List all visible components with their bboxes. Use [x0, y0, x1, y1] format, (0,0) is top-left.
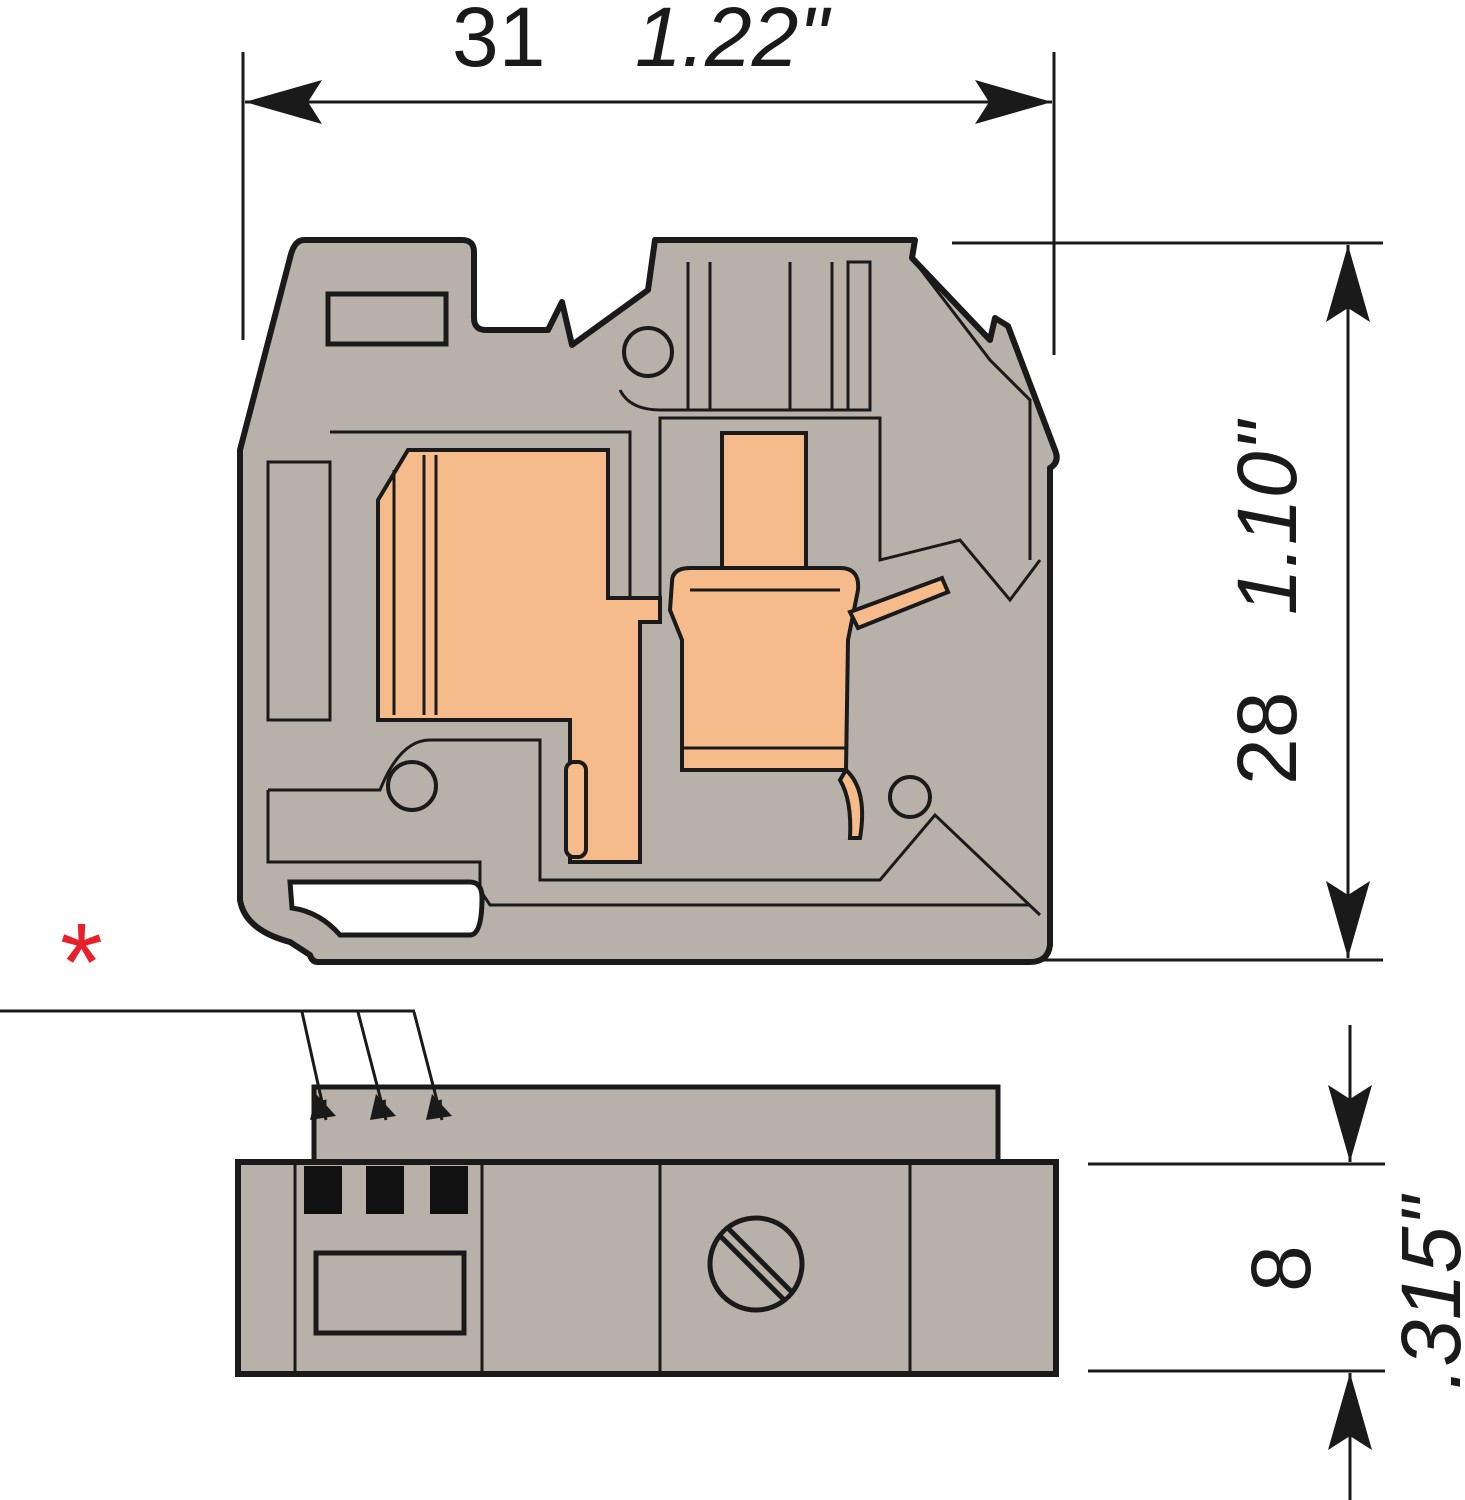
base-ledge: [266, 790, 1030, 907]
marker-arrowhead-2-icon: [370, 1094, 396, 1120]
clamp-screw-shaft: [720, 431, 808, 575]
clamp-spring-tail: [837, 766, 865, 840]
marker-callout: *: [0, 901, 452, 1121]
din-rail-foot-slot: [287, 879, 485, 938]
height-arrow-top-icon: [1326, 245, 1370, 322]
marker-slot-3: [430, 1166, 468, 1214]
depth-arrow-top-icon: [1328, 1085, 1372, 1162]
clamp-spring-arm: [847, 575, 951, 631]
width-arrow-right-icon: [975, 80, 1052, 124]
top-view-label-window: [313, 1250, 467, 1336]
marker-arrowhead-3-icon: [426, 1094, 452, 1120]
width-mm-label: 31: [452, 0, 545, 84]
inner-wall-top: [330, 416, 1042, 603]
screw-channel-lines: [686, 262, 834, 410]
top-view-raised-section: [311, 1084, 1001, 1168]
inner-wall-bottom: [268, 738, 1042, 917]
side-view: [237, 237, 1060, 965]
width-dimension: 31 1.22": [241, 0, 1056, 355]
depth-mm-label: 8: [1234, 1245, 1328, 1292]
clamp-cage: [667, 566, 861, 772]
height-mm-label: 28: [1220, 692, 1314, 785]
marker-asterisk: *: [60, 901, 103, 1024]
height-inch-label: 1.10": [1220, 419, 1314, 615]
height-arrow-bottom-icon: [1326, 881, 1370, 958]
marker-slot-2: [366, 1166, 404, 1214]
pin-hole-top: [622, 326, 674, 378]
busbar-block: [376, 448, 662, 864]
top-view: [235, 1084, 1059, 1377]
busbar-tab: [564, 760, 588, 859]
marker-slot-1: [304, 1166, 342, 1214]
pin-hole-left: [386, 760, 438, 812]
depth-inch-label: .315": [1384, 1194, 1465, 1390]
pin-hole-right: [888, 775, 932, 819]
screw-head-icon: [707, 1215, 805, 1313]
depth-arrow-bottom-icon: [1328, 1373, 1372, 1450]
busbar-ribs: [392, 455, 438, 715]
right-rib: [913, 261, 1032, 560]
height-dimension: 28 1.10": [952, 241, 1383, 962]
marker-arrowhead-1-icon: [310, 1094, 336, 1120]
marker-label-slot: [325, 291, 449, 347]
left-recess: [266, 460, 332, 722]
depth-dimension: 8 .315": [1088, 1025, 1465, 1500]
width-inch-label: 1.22": [635, 0, 831, 84]
top-channel: [618, 260, 872, 412]
width-arrow-left-icon: [245, 80, 322, 124]
